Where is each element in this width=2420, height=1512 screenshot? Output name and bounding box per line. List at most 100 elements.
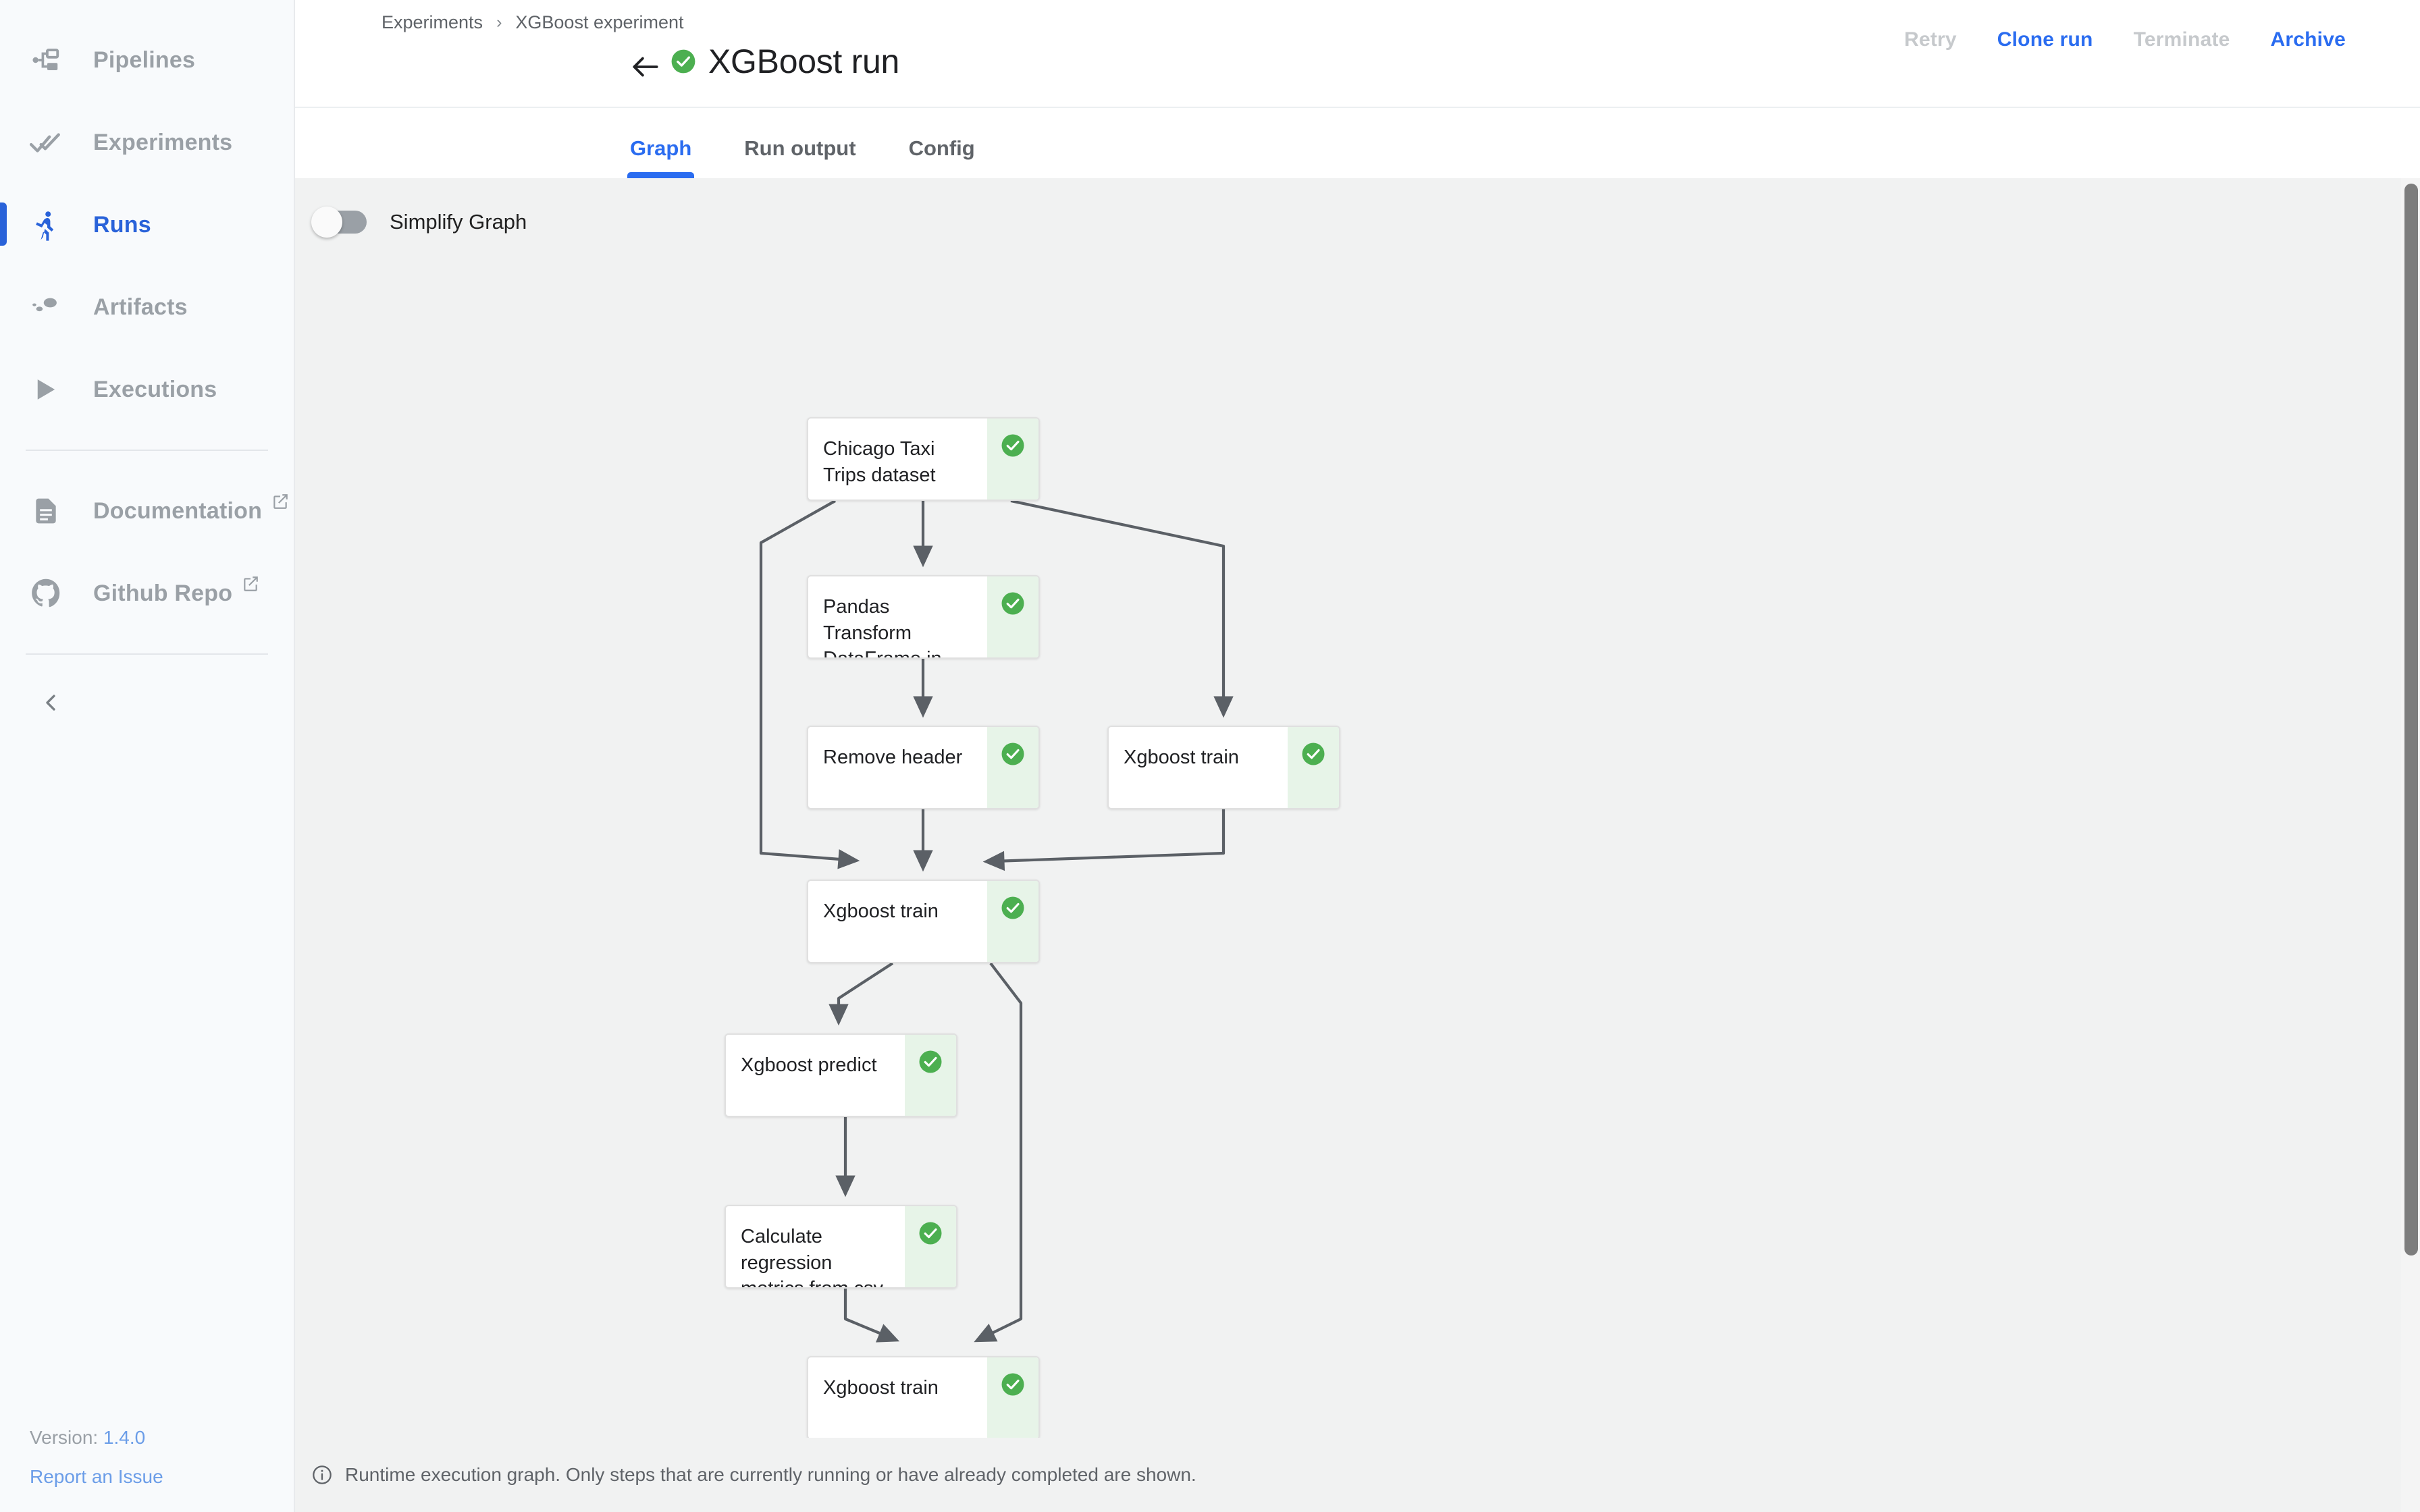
check-circle-icon: [918, 1050, 943, 1077]
executions-icon: [26, 369, 66, 410]
vertical-scrollbar[interactable]: [2401, 178, 2420, 1512]
check-circle-icon: [1001, 433, 1025, 461]
graph-node-body: Xgboost train: [1109, 727, 1288, 808]
archive-button[interactable]: Archive: [2270, 28, 2346, 51]
sidebar-item-pipelines[interactable]: Pipelines: [0, 19, 294, 101]
graph-node-body: Calculate regression metrics from csv: [726, 1206, 905, 1287]
sidebar: Pipelines Experiments: [0, 0, 295, 1512]
top-bar-actions: Retry Clone run Terminate Archive: [1864, 28, 2346, 51]
graph-node[interactable]: Remove header: [807, 726, 1040, 809]
graph-node-body: Xgboost train: [808, 881, 987, 962]
graph-edges: [759, 499, 1234, 1512]
graph-node[interactable]: Calculate regression metrics from csv: [725, 1205, 957, 1289]
arrow-left-icon: [629, 50, 662, 87]
graph-layer: Chicago Taxi Trips dataset Pandas T: [295, 178, 2420, 1512]
artifacts-icon: [26, 287, 66, 327]
graph-node-status: [987, 576, 1038, 657]
tab-run-output[interactable]: Run output: [744, 136, 856, 160]
tab-bar: Graph Run output Config: [295, 108, 2420, 178]
scrollbar-thumb[interactable]: [2404, 184, 2418, 1256]
graph-node-status: [987, 881, 1038, 962]
graph-node-body: Chicago Taxi Trips dataset: [808, 418, 987, 500]
sidebar-footer: Version: 1.4.0 Report an Issue: [30, 1427, 163, 1488]
check-circle-icon: [1001, 742, 1025, 770]
sidebar-item-label: Executions: [93, 376, 217, 402]
graph-footer-note: Runtime execution graph. Only steps that…: [295, 1438, 2420, 1512]
tab-graph[interactable]: Graph: [627, 136, 695, 178]
sidebar-item-label: Experiments: [93, 129, 233, 155]
graph-node-label: Xgboost train: [823, 1377, 939, 1399]
page-title: XGBoost run: [708, 43, 899, 80]
sidebar-item-executions[interactable]: Executions: [0, 348, 294, 431]
check-circle-icon: [1301, 742, 1325, 770]
version-info: Version: 1.4.0: [30, 1427, 163, 1449]
external-link-icon: [242, 575, 259, 593]
sidebar-link-documentation[interactable]: Documentation: [0, 470, 294, 552]
breadcrumb: Experiments › XGBoost experiment: [382, 12, 684, 33]
graph-canvas: Simplify Graph: [295, 178, 2420, 1512]
breadcrumb-separator: ›: [496, 13, 502, 32]
sidebar-link-label: Documentation: [93, 497, 263, 524]
graph-node-body: Pandas Transform DataFrame in CSV format: [808, 576, 987, 657]
graph-node[interactable]: Xgboost train: [807, 1356, 1040, 1440]
experiments-icon: [26, 122, 66, 163]
tab-config[interactable]: Config: [908, 136, 975, 160]
graph-footer-text: Runtime execution graph. Only steps that…: [345, 1464, 1196, 1485]
graph-node-status: [987, 1357, 1038, 1438]
graph-node-status: [987, 418, 1038, 500]
back-button[interactable]: [626, 49, 665, 88]
graph-node-status: [987, 727, 1038, 808]
simplify-graph-control: Simplify Graph: [311, 207, 527, 238]
simplify-graph-toggle[interactable]: [311, 207, 367, 238]
sidebar-nav: Pipelines Experiments: [0, 0, 294, 734]
graph-node-label: Xgboost train: [823, 900, 939, 922]
sidebar-collapse-button[interactable]: [0, 674, 294, 734]
document-icon: [26, 491, 66, 531]
top-bar: Experiments › XGBoost experiment: [295, 0, 2420, 108]
check-circle-icon: [1001, 1372, 1025, 1400]
graph-node-label: Xgboost predict: [741, 1054, 877, 1076]
breadcrumb-item-xgboost-experiment[interactable]: XGBoost experiment: [515, 12, 684, 32]
pipelines-icon: [26, 40, 66, 80]
sidebar-item-experiments[interactable]: Experiments: [0, 101, 294, 184]
sidebar-item-label: Artifacts: [93, 294, 188, 320]
version-value[interactable]: 1.4.0: [103, 1427, 146, 1448]
sidebar-divider-bottom: [26, 653, 268, 655]
check-circle-icon: [918, 1221, 943, 1249]
terminate-button[interactable]: Terminate: [2133, 28, 2230, 51]
graph-node[interactable]: Chicago Taxi Trips dataset: [807, 417, 1040, 501]
retry-button[interactable]: Retry: [1904, 28, 1957, 51]
check-circle-icon: [670, 49, 696, 74]
page-title-block: XGBoost run: [670, 42, 899, 81]
sidebar-item-label: Pipelines: [93, 47, 196, 73]
graph-node-label: Calculate regression metrics from csv: [741, 1226, 883, 1287]
sidebar-item-artifacts[interactable]: Artifacts: [0, 266, 294, 348]
breadcrumb-item-experiments[interactable]: Experiments: [382, 12, 483, 32]
sidebar-item-runs[interactable]: Runs: [0, 184, 294, 266]
sidebar-link-label: Github Repo: [93, 580, 233, 606]
simplify-graph-label: Simplify Graph: [390, 210, 527, 234]
graph-node[interactable]: Xgboost train: [1107, 726, 1340, 809]
check-circle-icon: [1001, 896, 1025, 923]
sidebar-item-label: Runs: [93, 211, 151, 238]
toggle-knob: [311, 207, 342, 238]
sidebar-link-github-repo[interactable]: Github Repo: [0, 552, 294, 634]
graph-node[interactable]: Pandas Transform DataFrame in CSV format: [807, 575, 1040, 659]
main-content: Experiments › XGBoost experiment: [295, 0, 2420, 1512]
graph-node-label: Chicago Taxi Trips dataset: [823, 438, 936, 486]
graph-node-status: [1288, 727, 1339, 808]
graph-node[interactable]: Xgboost predict: [725, 1033, 957, 1117]
graph-node-label: Xgboost train: [1124, 747, 1239, 768]
check-circle-icon: [1001, 591, 1025, 619]
clone-run-button[interactable]: Clone run: [1997, 28, 2093, 51]
info-icon: [311, 1464, 333, 1486]
runs-icon: [26, 205, 66, 245]
graph-node[interactable]: Xgboost train: [807, 880, 1040, 963]
graph-node-label: Remove header: [823, 747, 963, 768]
graph-node-body: Xgboost train: [808, 1357, 987, 1438]
github-icon: [26, 573, 66, 614]
graph-node-status: [905, 1206, 956, 1287]
report-issue-link[interactable]: Report an Issue: [30, 1466, 163, 1487]
graph-node-body: Remove header: [808, 727, 987, 808]
